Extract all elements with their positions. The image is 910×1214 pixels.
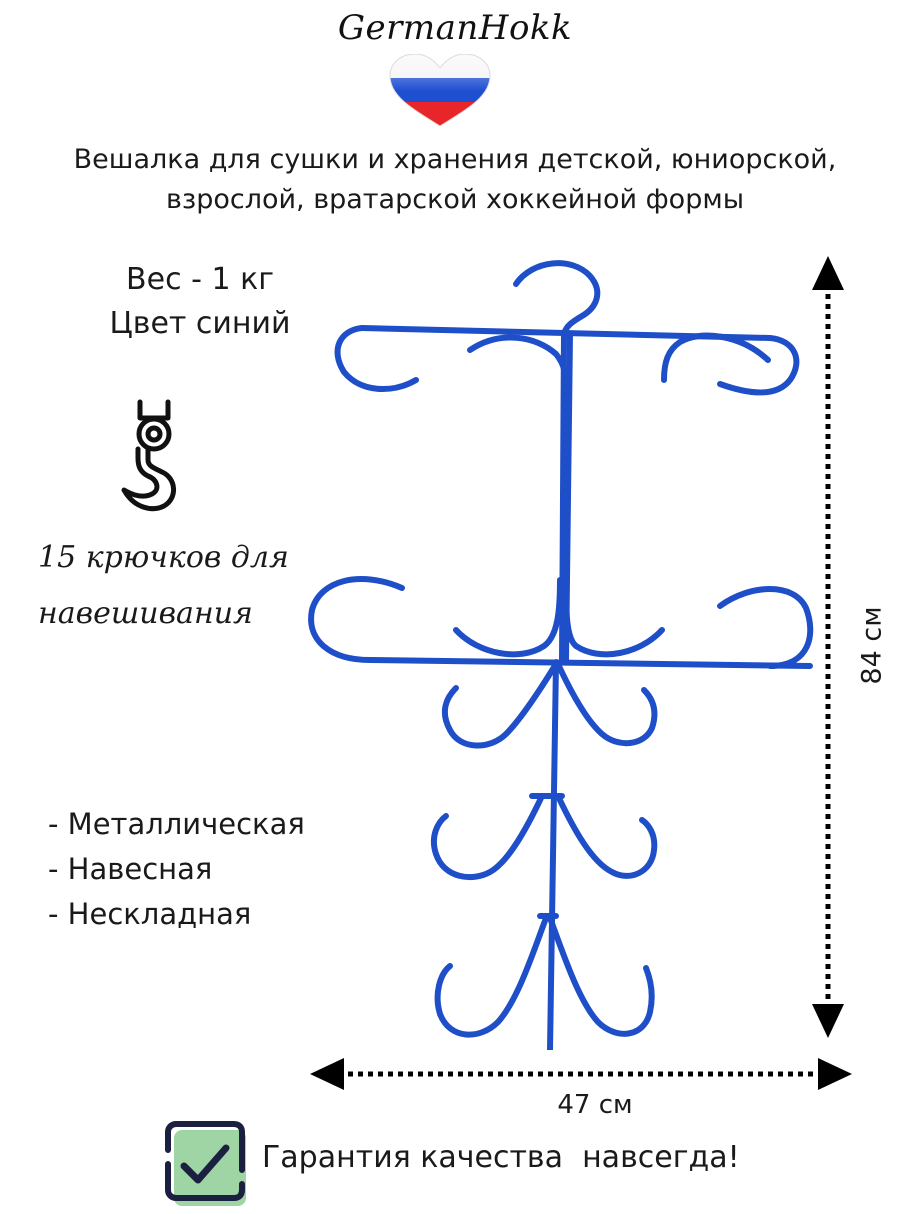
hooks-count-line-1: 15 крючков для: [38, 540, 289, 575]
feature-item: - Металлическая: [48, 807, 305, 841]
product-title-line-1: Вешалка для сушки и хранения детской, юн…: [73, 144, 837, 175]
feature-item: - Нескладная: [48, 897, 252, 931]
specs: Вес - 1 кг Цвет синий: [60, 258, 340, 346]
hooks-count-line-2: навешивания: [38, 596, 253, 631]
features-list: - Металлическая - Навесная - Нескладная: [48, 802, 305, 937]
height-dimension-arrow: [812, 256, 844, 1038]
feature-item: - Навесная: [48, 852, 213, 886]
product-title-line-2: взрослой, вратарской хоккейной формы: [165, 184, 745, 215]
brand-name: GermanHokk: [337, 8, 573, 48]
spec-weight: Вес - 1 кг: [126, 262, 274, 297]
spec-color: Цвет синий: [109, 306, 291, 341]
russian-flag-heart-icon: [389, 54, 491, 127]
crane-hook-icon: [121, 399, 176, 512]
hanger-illustration: [308, 260, 814, 1050]
product-title: Вешалка для сушки и хранения детской, юн…: [0, 140, 910, 220]
height-value: 84 см: [856, 606, 888, 685]
width-dimension-arrow: [310, 1058, 852, 1090]
width-label: 47 см: [557, 1090, 633, 1120]
hooks-count: 15 крючков для навешивания: [38, 530, 289, 642]
height-label: 84 см: [832, 595, 902, 695]
guarantee-text: Гарантия качества навсегда!: [262, 1140, 740, 1175]
checkbox-checked-icon: [165, 1121, 246, 1206]
